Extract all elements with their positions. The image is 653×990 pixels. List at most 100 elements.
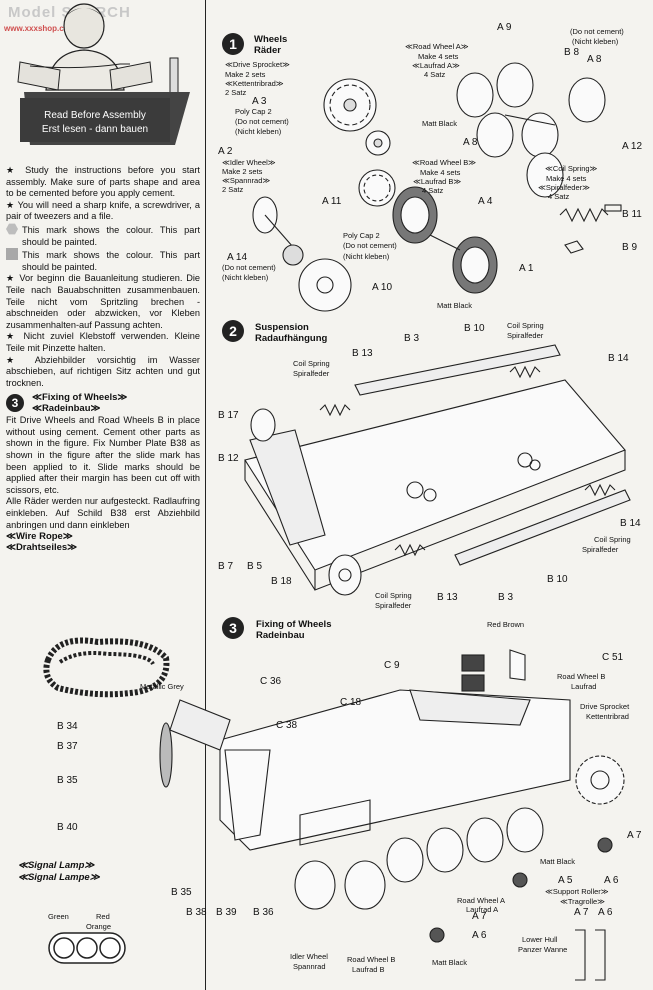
step3-kettentribrad: Kettentribrad: [586, 712, 629, 721]
part-c18: C 18: [340, 697, 362, 708]
part-b7: B 7: [218, 561, 234, 572]
part-b17: B 17: [218, 410, 239, 421]
step3-matt-black-2: Matt Black: [432, 958, 468, 967]
step3-note-title: ≪Fixing of Wheels≫: [32, 392, 128, 404]
part-a7: A 7: [472, 911, 487, 922]
instruction-de-1: ★ Vor beginn die Bauanleitung studieren.…: [6, 273, 200, 330]
part-a7-inset: A 7: [574, 907, 589, 918]
step2-spiral-3: Spiralfeder: [375, 601, 412, 610]
step1-matt-black-2: Matt Black: [437, 301, 473, 310]
step3-title: Fixing of Wheels: [256, 619, 332, 630]
step1-make4: Make 4 sets: [418, 52, 459, 61]
wire-rope-subtitle: ≪Drahtseiles≫: [6, 542, 78, 554]
part-a12: A 12: [622, 141, 643, 152]
step1-laufrad-b: ≪Laufrad B≫: [413, 177, 462, 186]
part-b37: B 37: [57, 741, 78, 752]
wire-rope-illustration: [43, 637, 170, 698]
signal-lamp-icon: [48, 932, 126, 964]
step3-idler-wheel: Idler Wheel: [290, 952, 328, 961]
step1-dnc: (Do not cement): [235, 117, 289, 126]
read-before-assembly-sign: Read Before Assembly Erst lesen - dann b…: [20, 98, 170, 142]
step3-road-wheel-b: Road Wheel B: [557, 672, 606, 681]
instruction-wheels-de: Alle Räder werden nur aufgesteckt. Radla…: [6, 496, 200, 530]
step3-support-roller: ≪Support Roller≫: [545, 887, 609, 896]
instruction-study: ★ Study the instructions before you star…: [6, 165, 200, 199]
step1-coil-spring: ≪Coil Spring≫: [545, 164, 598, 173]
part-b12: B 12: [218, 453, 239, 464]
part-a5: A 5: [558, 875, 573, 886]
part-b10-top: B 10: [464, 323, 485, 334]
step1-2satzb: 2 Satz: [222, 185, 244, 194]
step1-4satz: 4 Satz: [424, 70, 446, 79]
step1-nk3: (Nicht kleben): [343, 252, 390, 261]
part-b3-top: B 3: [404, 333, 420, 344]
step1-spannrad: ≪Spannrad≫: [222, 176, 271, 185]
step3-subtitle: Radeinbau: [256, 630, 305, 641]
signal-lamp-subtitle: ≪Signal Lampe≫: [18, 872, 100, 883]
step1-idler: ≪Idler Wheel≫: [222, 158, 276, 167]
step2-spiral-2: Spiralfeder: [293, 369, 330, 378]
step3-spannrad: Spannrad: [293, 962, 326, 971]
part-b10-bottom: B 10: [547, 574, 568, 585]
part-b5: B 5: [247, 561, 263, 572]
step3-number: 3: [222, 617, 244, 639]
step1-matt-black: Matt Black: [422, 119, 458, 128]
step3-laufrad: Laufrad: [571, 682, 597, 691]
legend-hex: This mark shows the colour. This part sh…: [6, 223, 200, 248]
step2-subtitle: Radaufhängung: [255, 333, 328, 344]
part-a1: A 1: [519, 263, 534, 274]
instruction-de-3: ★ Abziehbilder vorsichtig im Wasser absc…: [6, 354, 200, 388]
part-b9: B 9: [622, 242, 638, 253]
step3-panzer-wanne: Panzer Wanne: [518, 945, 568, 954]
sign-line2: Erst lesen - dann bauen: [41, 124, 149, 135]
signal-green-label: Green: [48, 912, 69, 921]
step1-make4b: Make 4 sets: [420, 168, 461, 177]
step2-spiral-4: Spiralfeder: [582, 545, 619, 554]
step3-red-brown: Red Brown: [487, 620, 525, 629]
step1-road-wheel-a: ≪Road Wheel A≫: [405, 42, 469, 51]
step1-laufrad-a: ≪Laufrad A≫: [412, 61, 460, 70]
step3-note-heading: 3 ≪Fixing of Wheels≫ ≪Radeinbau≫: [6, 392, 200, 414]
step2-suspension-diagram: [244, 344, 631, 596]
step2-coil-1: Coil Spring: [507, 321, 544, 330]
part-b39: B 39: [216, 907, 237, 918]
instruction-tools: ★ You will need a sharp knife, a screwdr…: [6, 199, 200, 222]
step3-lower-hull: Lower Hull: [522, 935, 558, 944]
step1-kettentribrad: ≪Kettentribrad≫: [225, 79, 284, 88]
part-b13-bottom: B 13: [437, 592, 458, 603]
step1-nk4: (Nicht kleben): [572, 37, 619, 46]
step3-drive-sprocket: Drive Sprocket: [580, 702, 630, 711]
step1-2satz: 2 Satz: [225, 88, 247, 97]
step1-nk: (Nicht kleben): [235, 127, 282, 136]
step1-spiralfeder: ≪Spiralfeder≫: [538, 183, 590, 192]
step3-note-number: 3: [6, 394, 24, 413]
step1-road-wheel-b: ≪Road Wheel B≫: [412, 158, 477, 167]
step1-make4c: Make 4 sets: [546, 174, 587, 183]
part-a10: A 10: [372, 282, 393, 293]
step2-coil-3: Coil Spring: [375, 591, 412, 600]
step2-title: Suspension: [255, 322, 309, 333]
part-b3-bottom: B 3: [498, 592, 514, 603]
part-c36: C 36: [260, 676, 282, 687]
step2-coil-2: Coil Spring: [293, 359, 330, 368]
part-a6: A 6: [472, 930, 487, 941]
step1-number: 1: [222, 33, 244, 55]
step3-tragrolle: ≪Tragrolle≫: [560, 897, 606, 906]
step1-dnc2: (Do not cement): [222, 263, 276, 272]
sign-line1: Read Before Assembly: [44, 110, 146, 121]
part-b34: B 34: [57, 721, 78, 732]
step1-wheels-diagram: [252, 62, 622, 312]
step1-make2: Make 2 sets: [225, 70, 266, 79]
part-b35: B 35: [57, 775, 78, 786]
instruction-de-2: ★ Nicht zuviel Klebstoff verwenden. Klei…: [6, 331, 200, 353]
step1-4satzb: 4 Satz: [422, 186, 444, 195]
step3-road-wheel-b-2: Road Wheel B: [347, 955, 396, 964]
step3-hull-diagram: [159, 649, 625, 981]
step3-metallic-grey: Metallic Grey: [140, 682, 184, 691]
legend-square: This mark shows the colour. This part sh…: [6, 248, 200, 273]
part-c38: C 38: [276, 720, 298, 731]
part-a8: A 8: [463, 137, 478, 148]
part-a8-top: A 8: [587, 54, 602, 65]
step1-polycap: Poly Cap 2: [235, 107, 272, 116]
step1-make2b: Make 2 sets: [222, 167, 263, 176]
